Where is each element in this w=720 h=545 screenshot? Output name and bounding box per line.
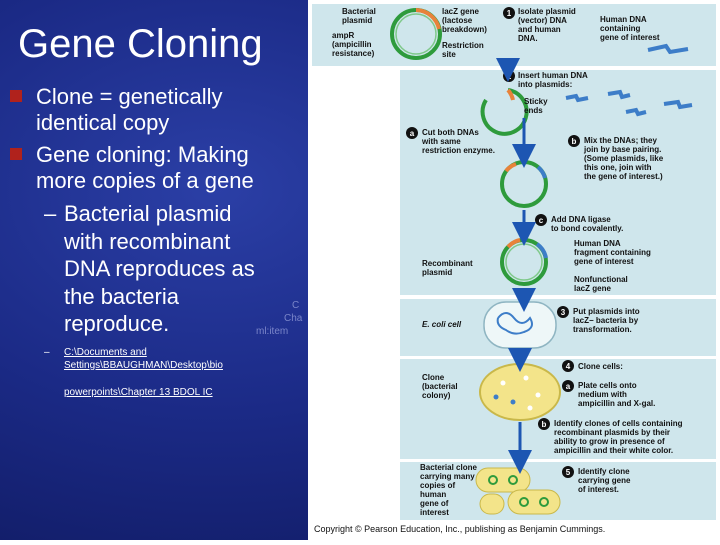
label-step4: Clone cells: <box>578 362 623 371</box>
step-letter-a-text: a <box>410 129 415 138</box>
label-amp: ampR (ampicillin resistance) <box>332 31 375 58</box>
bullet-text: Clone = genetically identical copy <box>36 84 223 135</box>
step-number-4-text: 4 <box>566 362 571 371</box>
label-clone-colony: Clone (bacterial colony) <box>422 373 460 400</box>
step-number-1 <box>503 7 515 19</box>
step-letter-a <box>406 127 418 139</box>
step-number-5-text: 5 <box>566 468 571 477</box>
label-restriction-site: Restriction site <box>442 41 486 59</box>
bullet-square-icon <box>10 148 22 160</box>
panel-step4 <box>400 359 716 459</box>
cloning-diagram: Bacterial plasmid ampR (ampicillin resis… <box>312 4 716 534</box>
label-sticky-ends: Sticky ends <box>524 97 550 115</box>
step-number-1-text: 1 <box>507 9 512 18</box>
step-letter-b-text: b <box>572 137 577 146</box>
cut-plasmid <box>480 88 529 136</box>
label-step-b: Mix the DNAs; they join by base pairing.… <box>583 136 665 181</box>
label-step2: Insert human DNA into plasmids: <box>518 71 590 89</box>
label-nonfunctional-lacz: Nonfunctional lacZ gene <box>574 275 630 293</box>
label-ecoli: E. coli cell <box>422 320 462 329</box>
human-dna-strand <box>647 43 689 55</box>
label-bacterial-plasmid: Bacterial plasmid <box>342 7 378 25</box>
step-letter-b <box>568 135 580 147</box>
bacterial-clone-cells <box>475 467 561 515</box>
sub-bullet-line: the bacteria <box>64 283 179 309</box>
bullet-item-clone: Clone = genetically identical copy <box>10 84 300 136</box>
label-human-dna: Human DNA containing gene of interest <box>600 15 660 42</box>
step-letter-c-text: c <box>539 216 544 225</box>
step-number-3 <box>557 306 569 318</box>
dna-fragment-4 <box>625 107 647 117</box>
copyright-text: Copyright © Pearson Education, Inc., pub… <box>314 524 605 534</box>
label-step3: Put plasmids into lacZ− bacteria by tran… <box>573 307 642 334</box>
dash-marker: – <box>44 346 50 358</box>
original-plasmid <box>390 8 442 60</box>
sub-bullet-line: DNA reproduces as <box>64 256 255 281</box>
sub-bullet-link: – C:\Documents and Settings\BBAUGHMAN\De… <box>10 346 300 399</box>
file-link-line2[interactable]: powerpoints\Chapter 13 BDOL IC <box>64 386 213 398</box>
step-number-3-text: 3 <box>561 308 566 317</box>
panel-step5 <box>400 462 716 520</box>
sub-bullet-line: with recombinant <box>64 228 231 254</box>
dna-fragment-1 <box>565 93 589 103</box>
step-letter-4b-text: b <box>542 420 547 429</box>
step-letter-4b <box>538 418 550 430</box>
step-number-4 <box>562 360 574 372</box>
label-step-c: Add DNA ligase to bond covalently. <box>551 215 623 233</box>
step-letter-4a-text: a <box>566 382 571 391</box>
label-step5: Identify clone carrying gene of interest… <box>578 467 633 494</box>
dash-marker: – <box>44 201 57 226</box>
step-number-5 <box>562 466 574 478</box>
label-recombinant-plasmid: Recombinant plasmid <box>422 259 475 277</box>
cloning-figure: Bacterial plasmid ampR (ampicillin resis… <box>308 0 720 540</box>
label-step-a: Cut both DNAs with same restriction enzy… <box>421 128 495 155</box>
label-step4b: Identify clones of cells containing reco… <box>554 419 685 455</box>
ecoli-chromosome <box>496 312 533 335</box>
sub-bullet-text: Bacterial plasmid with recombinant DNA r… <box>64 200 300 338</box>
bullet-text: Gene cloning: Making more copies of a ge… <box>36 142 254 193</box>
step-letter-c <box>535 214 547 226</box>
sub-bullet-line: Bacterial plasmid <box>64 201 232 226</box>
behind-text-1: C <box>292 300 300 311</box>
step-number-2-text: 2 <box>507 72 512 81</box>
label-bacterial-clone: Bacterial clone carrying many copies of … <box>420 463 479 517</box>
panel-step3 <box>400 299 716 356</box>
label-human-dna-fragment: Human DNA fragment containing gene of in… <box>574 239 653 266</box>
bullet-list: Clone = genetically identical copy Gene … <box>10 84 300 399</box>
petri-dish <box>479 363 561 421</box>
behind-text-3: ml:item <box>256 326 289 337</box>
slide-title: Gene Cloning <box>18 22 263 66</box>
step-letter-4a <box>562 380 574 392</box>
dna-fragment-3 <box>663 99 693 110</box>
label-lacz-gene: lacZ gene (lactose breakdown) <box>442 7 487 34</box>
sub-bullet-line: reproduce. <box>64 311 170 336</box>
file-link-line1[interactable]: C:\Documents and Settings\BBAUGHMAN\Desk… <box>64 346 223 371</box>
sub-bullet-plasmid: – Bacterial plasmid with recombinant DNA… <box>10 200 300 338</box>
dna-fragment-2 <box>607 89 631 100</box>
panel-step2 <box>400 70 716 295</box>
label-step4a: Plate cells onto medium with ampicillin … <box>578 381 655 408</box>
bullet-item-gene-cloning: Gene cloning: Making more copies of a ge… <box>10 142 300 194</box>
bullet-square-icon <box>10 90 22 102</box>
label-step1: Isolate plasmid (vector) DNA and human D… <box>518 7 578 43</box>
ecoli-cell-shape <box>483 301 557 349</box>
behind-text-2: Cha <box>284 313 303 324</box>
